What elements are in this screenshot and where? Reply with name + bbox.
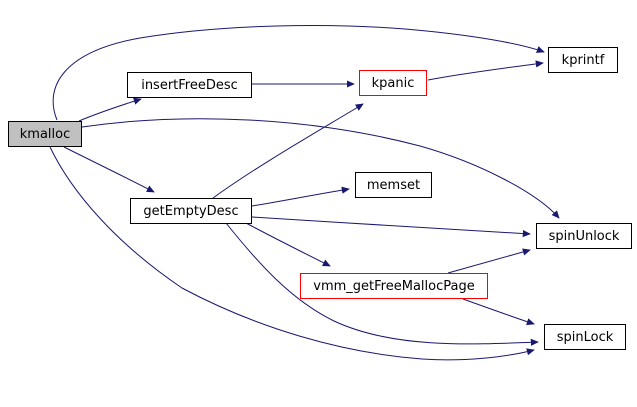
node-label: spinLock: [556, 329, 614, 345]
edge-kmalloc-to-spinUnlock: [81, 118, 560, 219]
node-label: spinUnlock: [548, 228, 620, 244]
edge-getEmptyDesc-to-vmm_getFreeMallocPage: [245, 222, 331, 267]
edge-group: [49, 25, 560, 361]
node-label: getEmptyDesc: [143, 203, 239, 219]
edge-getEmptyDesc-to-kpanic: [212, 103, 364, 199]
edge-vmm_getFreeMallocPage-to-spinLock: [462, 298, 535, 326]
edge-getEmptyDesc-to-spinUnlock: [251, 216, 531, 238]
node-label: kprintf: [561, 52, 605, 68]
node-memset[interactable]: memset: [355, 172, 432, 198]
edge-kmalloc-to-spinLock: [49, 146, 535, 361]
node-insertFreeDesc[interactable]: insertFreeDesc: [127, 72, 252, 98]
node-label: vmm_getFreeMallocPage: [313, 278, 475, 294]
node-label: kpanic: [371, 75, 415, 91]
node-kpanic[interactable]: kpanic: [359, 70, 427, 96]
node-spinLock[interactable]: spinLock: [544, 324, 626, 350]
node-spinUnlock[interactable]: spinUnlock: [536, 223, 632, 249]
node-getEmptyDesc[interactable]: getEmptyDesc: [130, 198, 252, 224]
edge-getEmptyDesc-to-spinLock: [225, 222, 539, 346]
edge-kmalloc-to-insertFreeDesc: [78, 97, 142, 122]
node-label: memset: [366, 177, 421, 193]
edge-kpanic-to-kprintf: [427, 60, 544, 81]
edge-getEmptyDesc-to-memset: [251, 186, 350, 207]
node-vmm_getFreeMallocPage[interactable]: vmm_getFreeMallocPage: [300, 273, 488, 299]
node-kprintf[interactable]: kprintf: [548, 47, 618, 73]
edge-kmalloc-to-kprintf: [52, 25, 545, 121]
node-label: insertFreeDesc: [141, 77, 238, 93]
edge-vmm_getFreeMallocPage-to-spinUnlock: [447, 248, 531, 274]
edge-kmalloc-to-getEmptyDesc: [63, 146, 155, 193]
node-label: kmalloc: [19, 126, 71, 142]
node-kmalloc[interactable]: kmalloc: [8, 121, 82, 147]
